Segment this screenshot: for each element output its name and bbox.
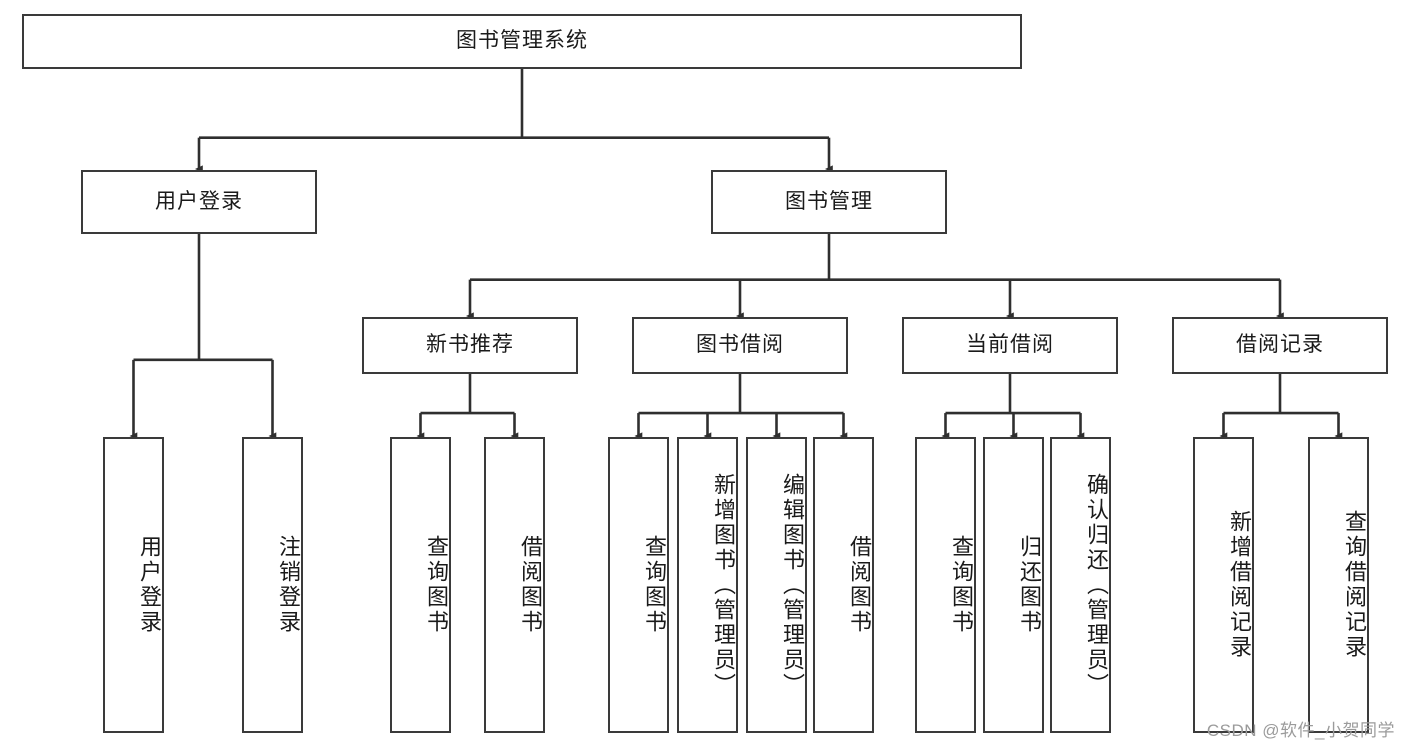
node-label: 图书借阅 bbox=[696, 333, 784, 357]
node-leaf-query-book-borrow[interactable]: 查询图书 bbox=[608, 437, 669, 733]
node-leaf-query-book-current[interactable]: 查询图书 bbox=[915, 437, 976, 733]
node-leaf-logout-login[interactable]: 注销登录 bbox=[242, 437, 303, 733]
node-label: 借阅记录 bbox=[1236, 333, 1324, 357]
node-label: 查询借阅记录 bbox=[1342, 510, 1367, 660]
node-user-login[interactable]: 用户登录 bbox=[81, 170, 317, 234]
node-root[interactable]: 图书管理系统 bbox=[22, 14, 1022, 69]
node-leaf-return-book[interactable]: 归还图书 bbox=[983, 437, 1044, 733]
node-book-borrow[interactable]: 图书借阅 bbox=[632, 317, 848, 374]
node-label: 新书推荐 bbox=[426, 333, 514, 357]
node-leaf-confirm-return[interactable]: 确认归还（管理员） bbox=[1050, 437, 1111, 733]
node-label: 归还图书 bbox=[1017, 535, 1042, 635]
node-book-manage[interactable]: 图书管理 bbox=[711, 170, 947, 234]
node-label: 新增图书（管理员） bbox=[711, 472, 736, 698]
node-label: 用户登录 bbox=[155, 189, 243, 213]
node-current-borrow[interactable]: 当前借阅 bbox=[902, 317, 1118, 374]
node-label: 用户登录 bbox=[137, 535, 162, 635]
node-borrow-record[interactable]: 借阅记录 bbox=[1172, 317, 1388, 374]
node-label: 查询图书 bbox=[424, 535, 449, 635]
node-leaf-query-book-rec[interactable]: 查询图书 bbox=[390, 437, 451, 733]
node-label: 图书管理系统 bbox=[456, 29, 588, 53]
node-label: 借阅图书 bbox=[518, 535, 543, 635]
node-label: 当前借阅 bbox=[966, 333, 1054, 357]
node-leaf-add-borrow-record[interactable]: 新增借阅记录 bbox=[1193, 437, 1254, 733]
node-label: 确认归还（管理员） bbox=[1084, 472, 1109, 698]
node-label: 查询图书 bbox=[949, 535, 974, 635]
node-label: 图书管理 bbox=[785, 189, 873, 213]
node-label: 查询图书 bbox=[642, 535, 667, 635]
node-leaf-borrow-book[interactable]: 借阅图书 bbox=[813, 437, 874, 733]
node-new-book-rec[interactable]: 新书推荐 bbox=[362, 317, 578, 374]
node-leaf-add-book[interactable]: 新增图书（管理员） bbox=[677, 437, 738, 733]
node-leaf-borrow-book-rec[interactable]: 借阅图书 bbox=[484, 437, 545, 733]
node-label: 借阅图书 bbox=[847, 535, 872, 635]
node-label: 编辑图书（管理员） bbox=[780, 472, 805, 698]
node-leaf-query-borrow-record[interactable]: 查询借阅记录 bbox=[1308, 437, 1369, 733]
node-leaf-edit-book[interactable]: 编辑图书（管理员） bbox=[746, 437, 807, 733]
node-leaf-user-login[interactable]: 用户登录 bbox=[103, 437, 164, 733]
node-label: 新增借阅记录 bbox=[1227, 510, 1252, 660]
node-label: 注销登录 bbox=[276, 535, 301, 635]
edges bbox=[129, 69, 1343, 440]
watermark-label: CSDN @软件_小贺同学 bbox=[1206, 721, 1395, 740]
